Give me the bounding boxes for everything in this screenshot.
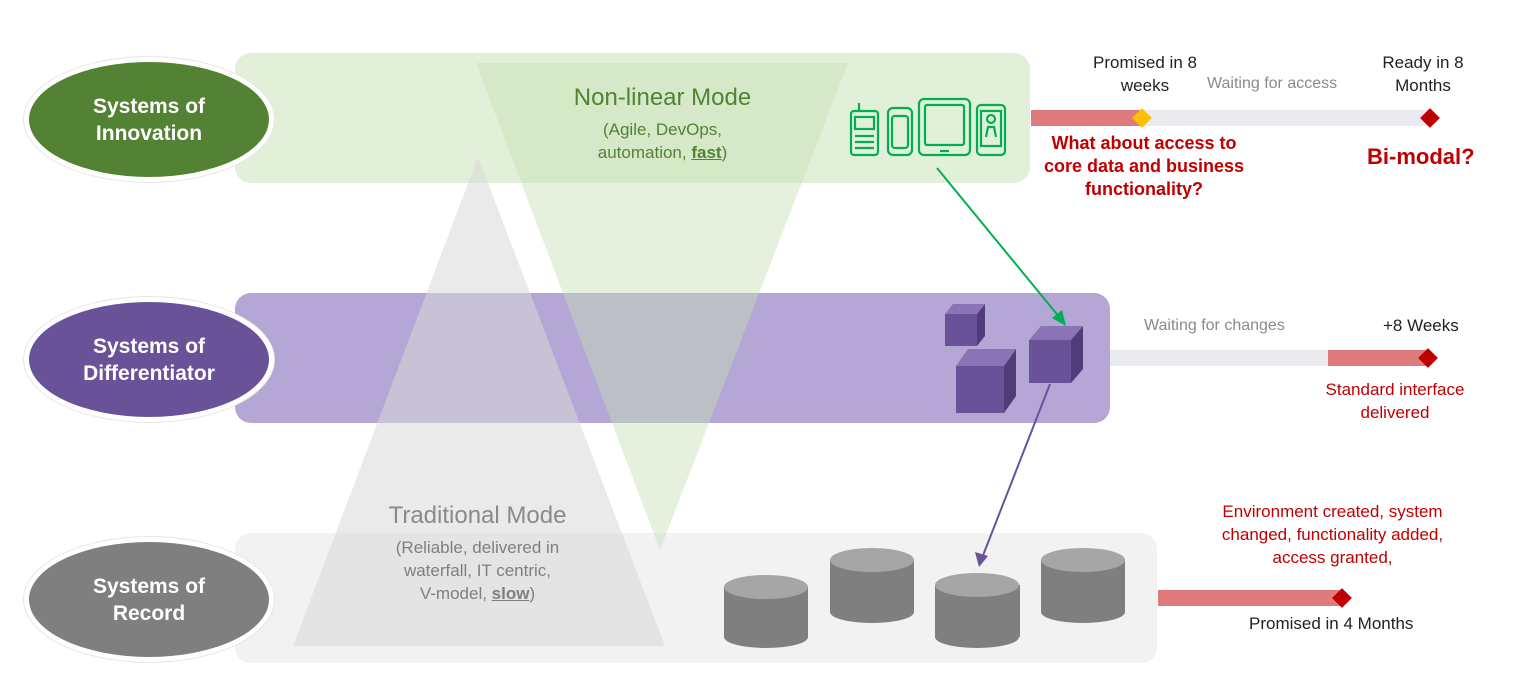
nonlinear-mode-sub-line2: automation, fast) [540,141,785,164]
nonlinear-mode-title: Non-linear Mode [573,84,752,111]
innovation-to-differentiator-arrow [936,167,1061,319]
differentiator-red-bar [1328,350,1429,366]
traditional-mode-sub-prefix: V-model, [419,584,492,603]
traditional-mode-title: Traditional Mode [388,502,567,529]
traditional-mode-sub-line3: V-model, slow) [355,582,600,605]
access-question-label: What about access to core data and busin… [1043,133,1245,199]
traditional-mode-sub-line2: waterfall, IT centric, [403,561,552,580]
cube-icon-2 [956,349,1016,413]
record-tier-label: Systems of Record [92,574,206,625]
waiting-for-changes-label: Waiting for changes [1144,317,1285,334]
cube-icon-1 [945,304,985,346]
innovation-tier-label: Systems of Innovation [92,94,206,145]
innovation-band [235,53,1030,183]
nonlinear-triangle [476,63,848,550]
nonlinear-mode-sub-line1: (Agile, DevOps, [602,120,723,139]
differentiator-tier-ellipse: Systems of Differentiator [24,297,274,422]
nonlinear-mode-subtitle: (Agile, DevOps, automation, fast) [540,118,785,164]
innovation-tier-ellipse: Systems of Innovation [24,57,274,182]
database-icon-3 [935,573,1020,648]
traditional-triangle [293,157,665,646]
nonlinear-mode-sub-suffix: ) [721,143,728,162]
traditional-mode-sub-line1: (Reliable, delivered in [395,538,560,557]
waiting-for-access-label: Waiting for access [1207,75,1338,92]
nonlinear-mode-fast: fast [691,143,722,162]
promised-8-weeks-label: Promised in 8 weeks [1093,53,1197,95]
innovation-red-bar [1031,110,1143,126]
cube-icon-3 [1029,326,1083,383]
database-icon-1 [724,575,808,648]
standard-interface-delivered-label: Standard interface delivered [1325,380,1465,422]
bimodal-label: Bi-modal? [1367,144,1475,169]
differentiator-tier-label: Systems of Differentiator [83,334,215,385]
differentiator-grey-bar [1110,350,1328,366]
record-tier-ellipse: Systems of Record [24,537,274,662]
promised-4-months-label: Promised in 4 Months [1249,614,1414,633]
database-icon-4 [1041,548,1125,623]
plus-8-weeks-label: +8 Weeks [1383,316,1459,335]
nonlinear-mode-sub-prefix: automation, [597,143,692,162]
traditional-mode-subtitle: (Reliable, delivered in waterfall, IT ce… [355,536,600,605]
innovation-grey-bar [1143,110,1431,126]
environment-created-label: Environment created, system changed, fun… [1221,502,1444,567]
differentiator-to-record-arrow [981,383,1051,559]
traditional-mode-sub-suffix: ) [529,584,536,603]
devices-icon [849,97,1007,157]
ready-8-months-label: Ready in 8 Months [1382,53,1464,95]
database-icon-2 [830,548,914,623]
record-red-bar [1158,590,1342,606]
traditional-mode-slow: slow [491,584,530,603]
